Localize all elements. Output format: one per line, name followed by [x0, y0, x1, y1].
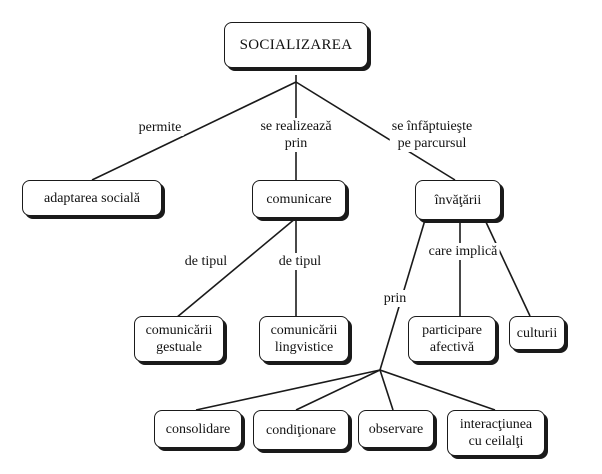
label-de-tipul-2: de tipul	[276, 253, 324, 270]
link-prin-conditionare	[295, 369, 381, 411]
node-observare: observare	[358, 410, 434, 448]
node-lingvistice-text: comunicării lingvistice	[270, 323, 338, 355]
node-interactiunea-text: interacţiunea cu ceilalţi	[459, 417, 533, 449]
link-prin-interactiunea	[379, 369, 496, 411]
node-adaptarea-sociala: adaptarea socială	[22, 180, 162, 216]
link-root-invatarii	[295, 81, 456, 181]
node-conditionare-text: condiţionare	[266, 422, 336, 438]
label-de-tipul-1: de tipul	[182, 253, 230, 270]
node-afectiva-text: participare afectivă	[422, 323, 482, 355]
node-consolidare: consolidare	[154, 410, 242, 448]
link-comunicare-gestuale	[175, 217, 297, 319]
node-culturii-text: culturii	[516, 325, 558, 341]
node-adaptarea-text: adaptarea socială	[44, 190, 140, 206]
node-conditionare: condiţionare	[253, 410, 349, 450]
link-prin-consolidare	[195, 369, 381, 411]
node-invatarii-text: învăţării	[434, 192, 482, 208]
node-consolidare-text: consolidare	[165, 421, 231, 437]
node-socializarea: SOCIALIZAREA	[224, 22, 368, 68]
label-permite: permite	[136, 119, 184, 136]
node-invatarii: învăţării	[415, 180, 501, 220]
node-socializarea-text: SOCIALIZAREA	[239, 36, 353, 53]
node-observare-text: observare	[368, 421, 424, 437]
node-gestuale-text: comunicării gestuale	[145, 323, 213, 355]
link-prin-observare	[379, 369, 394, 411]
node-comunicare: comunicare	[252, 180, 346, 218]
link-invatarii-culturii	[484, 219, 531, 317]
node-comunicarii-lingvistice: comunicării lingvistice	[259, 316, 349, 362]
node-participare-afectiva: participare afectivă	[408, 316, 496, 362]
node-interactiunea: interacţiunea cu ceilalţi	[447, 410, 545, 456]
label-se-infaptuieste: se înfăptuieşte pe parcursul	[389, 118, 475, 152]
label-care-implica: care implică	[426, 243, 500, 260]
label-se-realizeaza: se realizează prin	[258, 118, 334, 152]
node-comunicarii-gestuale: comunicării gestuale	[134, 316, 224, 362]
link-root-adaptarea	[91, 81, 297, 181]
node-comunicare-text: comunicare	[266, 191, 332, 207]
label-prin: prin	[381, 290, 409, 307]
node-culturii: culturii	[509, 316, 565, 350]
